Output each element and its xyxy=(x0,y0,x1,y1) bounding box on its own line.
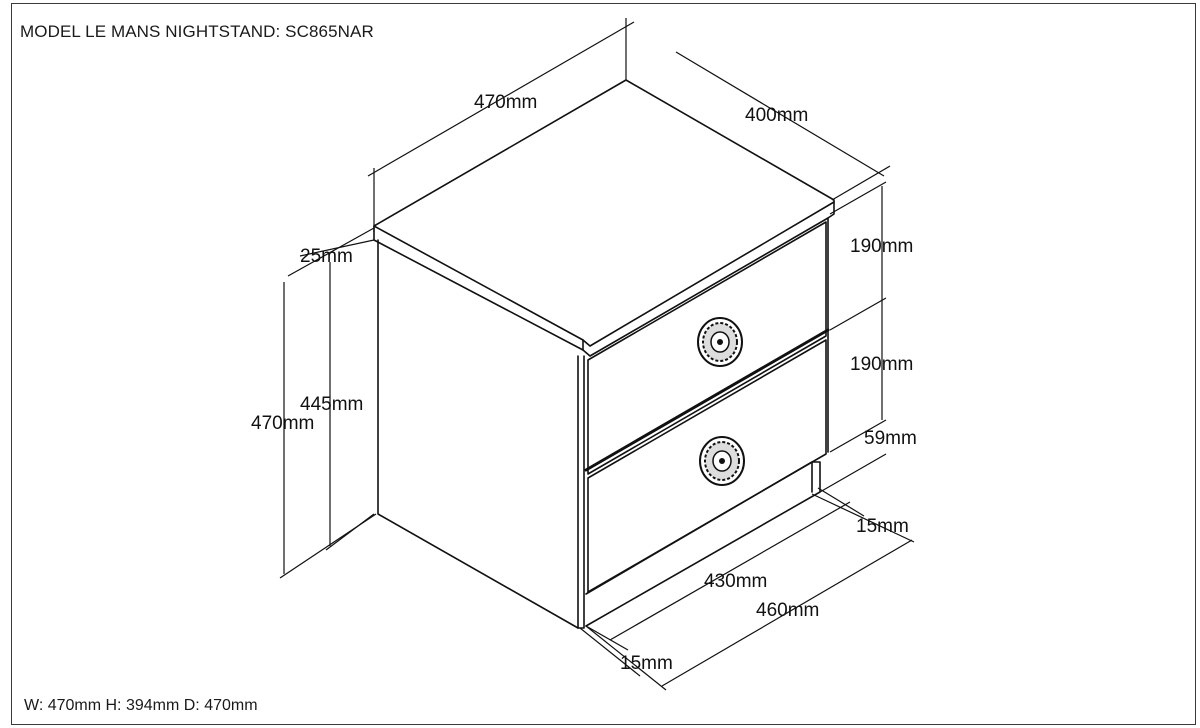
drawer-2 xyxy=(587,339,827,593)
dim-drawer1-height: 190mm xyxy=(850,236,913,257)
dimension-summary: W: 470mm H: 394mm D: 470mm xyxy=(24,697,258,714)
drawing-frame xyxy=(11,3,1196,725)
dim-side-recess: 15mm xyxy=(620,653,673,674)
drawing-title: MODEL LE MANS NIGHTSTAND: SC865NAR xyxy=(20,22,374,41)
nightstand-outline xyxy=(373,79,835,629)
dim-outer-width: 460mm xyxy=(756,600,819,621)
dim-top-depth: 400mm xyxy=(745,105,808,126)
dim-plinth-height: 59mm xyxy=(864,428,917,449)
dimension-lines xyxy=(279,18,915,691)
drawer-knob-icon xyxy=(699,436,745,486)
dim-body-height: 445mm xyxy=(300,394,363,415)
drawer-1 xyxy=(587,221,827,475)
plinth xyxy=(585,461,821,627)
drawer-knob-icon xyxy=(697,317,743,367)
dim-inner-width: 430mm xyxy=(704,571,767,592)
dim-top-width: 470mm xyxy=(474,92,537,113)
dim-total-height: 470mm xyxy=(251,413,314,434)
left-side xyxy=(377,239,579,629)
dim-drawer2-height: 190mm xyxy=(850,354,913,375)
dim-top-thickness: 25mm xyxy=(300,246,353,267)
dim-plinth-recess: 15mm xyxy=(856,516,909,537)
